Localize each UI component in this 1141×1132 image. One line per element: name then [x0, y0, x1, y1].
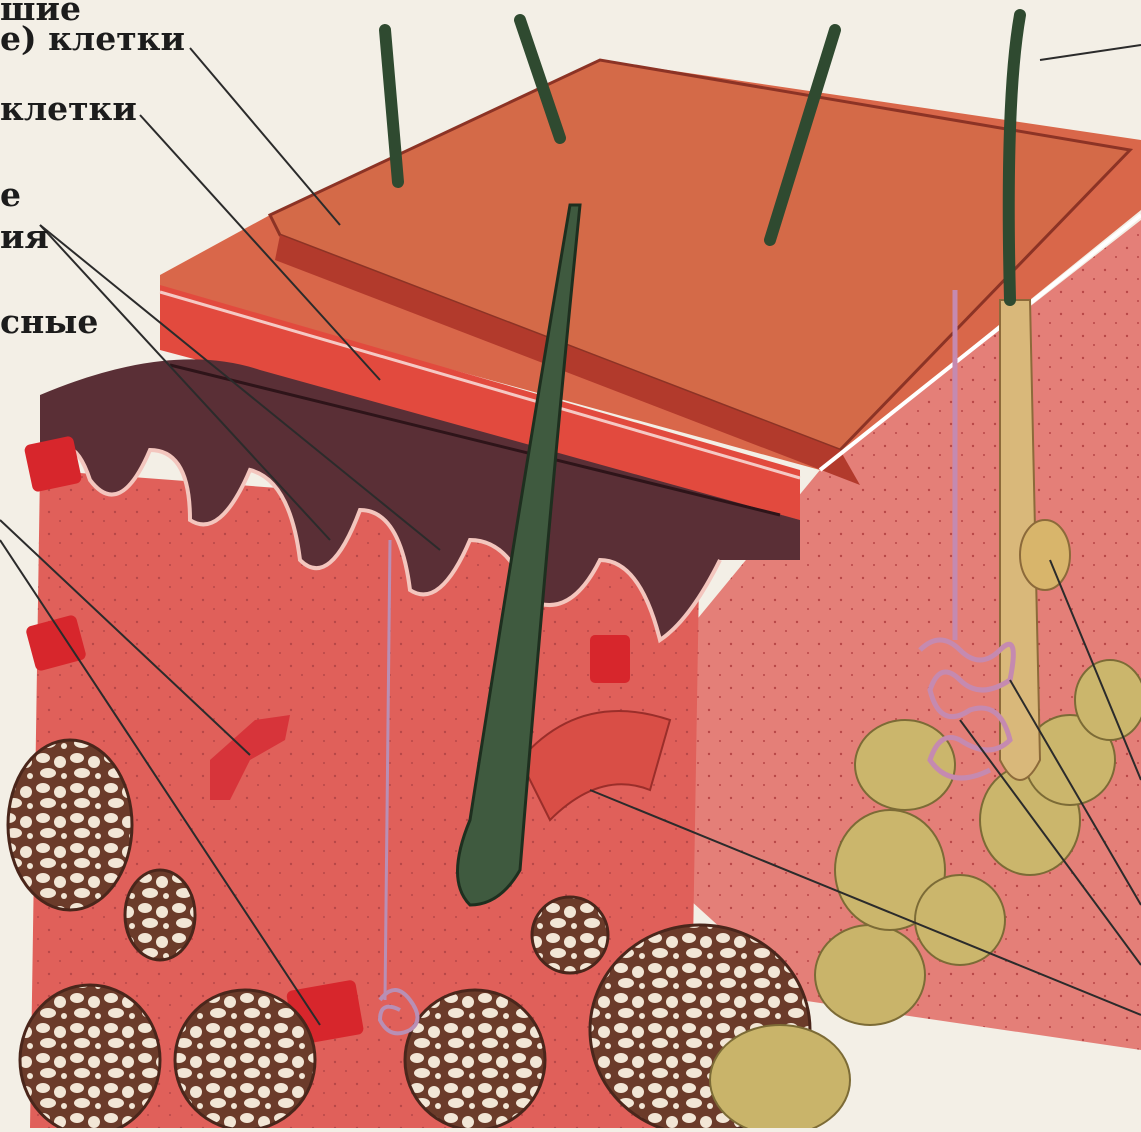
label-fragment-5: ия: [0, 220, 49, 253]
label-fragment-3: клетки: [0, 92, 137, 125]
fat-lobule: [125, 870, 195, 960]
label-fragment-6: сные: [0, 305, 98, 338]
fat-lobule: [175, 990, 315, 1128]
fat-lobule: [532, 897, 608, 973]
sebaceous-gland: [1020, 520, 1070, 590]
fat-lobule: [8, 740, 132, 910]
label-fragment-2: е) клетки: [0, 22, 185, 55]
label-fragment-4: е: [0, 178, 21, 211]
blood-vessel: [590, 635, 630, 683]
fat-lobule: [405, 990, 545, 1128]
fat-lobule: [20, 985, 160, 1128]
blood-vessel: [24, 435, 83, 492]
